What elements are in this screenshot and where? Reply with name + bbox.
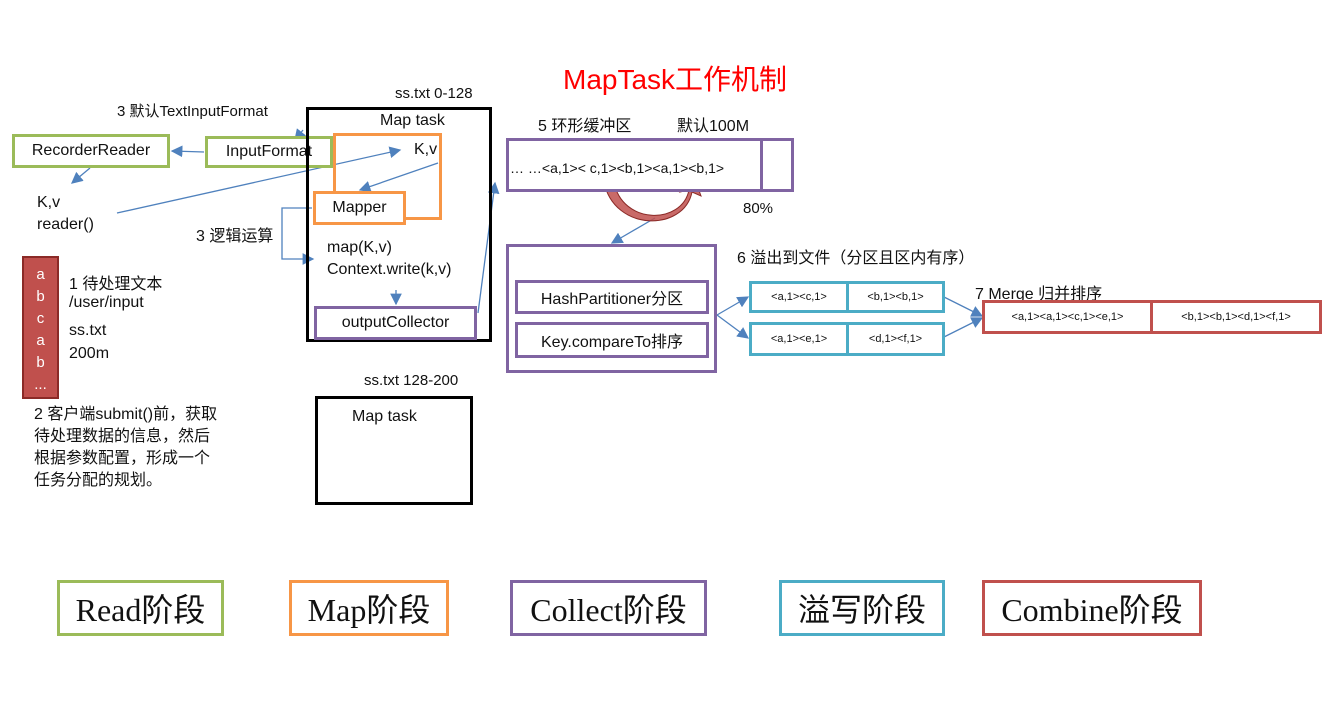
merge-cell-2-text: <b,1><b,1><d,1><f,1> [1181, 311, 1291, 323]
output-collector-box: outputCollector [314, 306, 477, 340]
mapper-box: Mapper [313, 191, 406, 225]
spill-file1-part1: <a,1><c,1> [749, 281, 849, 313]
file-char: a [36, 266, 45, 283]
read-kv-label: K,v [37, 194, 61, 211]
spill-file2-part2-text: <d,1><f,1> [868, 333, 923, 345]
key-sort-box: Key.compareTo排序 [515, 322, 709, 358]
map-task-box [306, 107, 492, 342]
split2-label: ss.txt 128-200 [364, 372, 459, 389]
stage-spill: 溢写阶段 [779, 580, 945, 636]
map-task-label: Map task [380, 112, 445, 129]
input-format-box: InputFormat [205, 136, 333, 168]
ring-buffer-default: 默认100M [677, 118, 750, 135]
map-task2-label: Map task [352, 408, 417, 425]
file-size: 200m [69, 345, 110, 362]
mapper-label: Mapper [332, 199, 387, 216]
client-note-line: 根据参数配置，形成一个 [34, 450, 211, 467]
input-format-label: InputFormat [225, 143, 313, 160]
key-sort-label: Key.compareTo排序 [541, 334, 683, 351]
file-note-2: /user/input [69, 294, 144, 311]
spill-file1-part1-text: <a,1><c,1> [771, 291, 827, 303]
map-call-label: map(K,v) [327, 239, 392, 256]
merge-cell-2: <b,1><b,1><d,1><f,1> [1150, 300, 1322, 334]
map-task2-box [315, 396, 473, 505]
spill-file2-part1: <a,1><e,1> [749, 322, 849, 356]
stage-read-label: Read阶段 [75, 592, 206, 628]
stage-spill-label: 溢写阶段 [797, 592, 926, 628]
map-kv-label: K,v [414, 141, 438, 158]
merge-note: 7 Merge 归并排序 [975, 286, 1103, 303]
ring-buffer-divider [760, 140, 763, 190]
merge-cell-1: <a,1><a,1><c,1><e,1> [982, 300, 1153, 334]
hash-partitioner-box: HashPartitioner分区 [515, 280, 709, 314]
ring-buffer-label: 5 环形缓冲区 [538, 118, 632, 135]
ring-buffer-box [506, 138, 794, 192]
stage-collect-label: Collect阶段 [530, 592, 687, 628]
spill-file1-part2: <b,1><b,1> [846, 281, 945, 313]
spill-file2-part1-text: <a,1><e,1> [770, 333, 828, 345]
input-file-block: a b c a b ... [22, 256, 59, 399]
recorder-reader-label: RecorderReader [31, 142, 151, 159]
logic-note: 3 逻辑运算 [196, 228, 274, 245]
file-char: b [36, 354, 45, 371]
file-note-1: 1 待处理文本 [69, 276, 163, 293]
merge-cell-1-text: <a,1><a,1><c,1><e,1> [1011, 311, 1124, 323]
hash-partitioner-label: HashPartitioner分区 [540, 291, 684, 308]
file-char: ... [34, 376, 47, 393]
client-note-line: 待处理数据的信息，然后 [34, 428, 211, 445]
split1-label: ss.txt 0-128 [395, 85, 473, 102]
file-name: ss.txt [69, 322, 107, 339]
file-char: b [36, 288, 45, 305]
stage-read: Read阶段 [57, 580, 224, 636]
diagram-title: MapTask工作机制 [563, 64, 788, 95]
spill-file1-part2-text: <b,1><b,1> [867, 291, 924, 303]
stage-collect: Collect阶段 [510, 580, 707, 636]
stage-map-label: Map阶段 [307, 592, 431, 628]
spill-note: 6 溢出到文件（分区且区内有序） [737, 250, 975, 267]
default-format-note: 3 默认TextInputFormat [117, 103, 268, 120]
stage-combine-label: Combine阶段 [1001, 592, 1183, 628]
ring-buffer-content: … …<a,1>< c,1><b,1><a,1><b,1> [510, 160, 725, 176]
output-collector-label: outputCollector [341, 314, 450, 331]
client-note-line: 2 客户端submit()前，获取 [34, 406, 218, 423]
recorder-reader-box: RecorderReader [12, 134, 170, 168]
spill-file2-part2: <d,1><f,1> [846, 322, 945, 356]
stage-map: Map阶段 [289, 580, 449, 636]
spill-curve-arrow [603, 172, 702, 222]
stage-combine: Combine阶段 [982, 580, 1202, 636]
file-char: c [36, 310, 45, 327]
buffer-threshold: 80% [743, 200, 774, 217]
context-write-label: Context.write(k,v) [327, 261, 452, 278]
client-note-line: 任务分配的规划。 [34, 472, 163, 489]
file-char: a [36, 332, 45, 349]
reader-call-label: reader() [37, 216, 94, 233]
client-submit-note: 2 客户端submit()前，获取 待处理数据的信息，然后 根据参数配置，形成一… [34, 404, 217, 492]
